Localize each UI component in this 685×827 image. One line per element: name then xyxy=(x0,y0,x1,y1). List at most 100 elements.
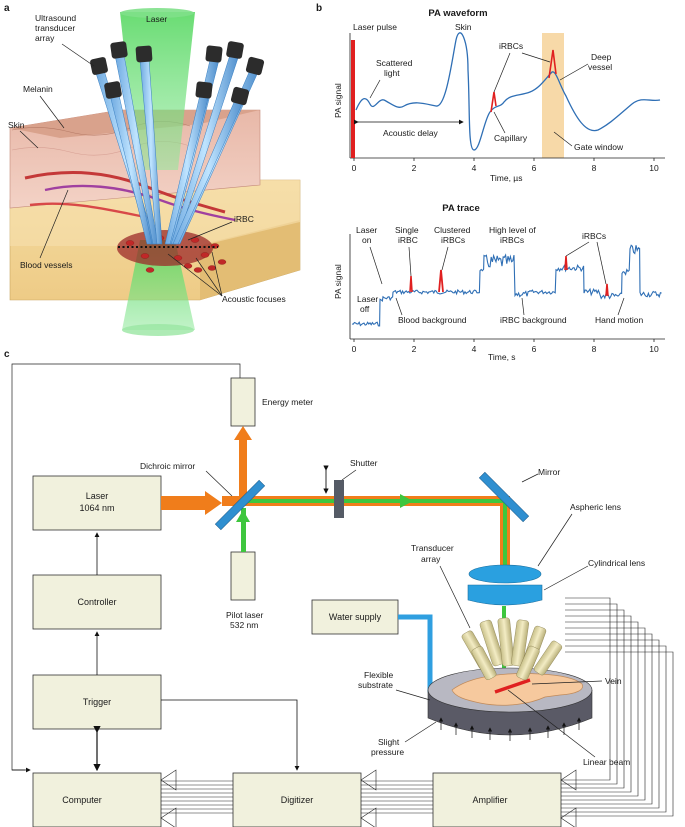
pilot-laser-label-1: Pilot laser xyxy=(226,610,263,620)
waveform-x-tick-label: 10 xyxy=(649,163,659,173)
shutter-label: Shutter xyxy=(350,458,378,468)
irbc-spike-2 xyxy=(605,283,609,297)
acoustic-delay-label: Acoustic delay xyxy=(383,128,439,138)
transducer-label-3: array xyxy=(35,33,55,43)
irbc-peak-2 xyxy=(548,49,557,79)
cable-bundle xyxy=(160,597,674,827)
controller-label: Controller xyxy=(77,597,116,607)
trace-x-tick-label: 4 xyxy=(472,344,477,354)
trace-x-tick-label: 2 xyxy=(412,344,417,354)
clustered-label-2: iRBCs xyxy=(441,235,465,245)
trace-title: PA trace xyxy=(442,203,480,214)
scattered-label-1: Scattered xyxy=(376,58,413,68)
trace-x-tick-label: 8 xyxy=(592,344,597,354)
deep-vessel-label-2: vessel xyxy=(588,62,612,72)
laser-pulse-mark xyxy=(351,40,355,158)
irbc-background-label: iRBC background xyxy=(500,315,567,325)
hand-motion-label: Hand motion xyxy=(595,315,643,325)
computer-box xyxy=(32,772,162,827)
blood-vessel-3 xyxy=(29,202,151,220)
transducer-label-2: transducer xyxy=(35,23,75,33)
laser-box-label-1: Laser xyxy=(86,491,109,501)
trigger-label: Trigger xyxy=(83,697,111,707)
amplifier-box xyxy=(432,772,562,827)
vein-beam xyxy=(494,678,531,694)
blood-background-label: Blood background xyxy=(398,315,467,325)
pilot-laser-box xyxy=(230,551,256,601)
waveform-x-tick-label: 8 xyxy=(592,163,597,173)
cylindrical-lens-label: Cylindrical lens xyxy=(588,558,645,568)
waveform-title: PA waveform xyxy=(428,8,487,19)
single-irbc-spike xyxy=(409,275,413,293)
irbc-spike-1 xyxy=(564,255,568,271)
panel-label-b: b xyxy=(316,3,322,14)
gate-window-label: Gate window xyxy=(574,142,624,152)
trace-x-tick-label: 0 xyxy=(352,344,357,354)
digitizer-label: Digitizer xyxy=(281,795,314,805)
flexible-substrate-label-2: substrate xyxy=(358,680,393,690)
acoustic-focuses-label: Acoustic focuses xyxy=(222,294,286,304)
trace-xlabel: Time, s xyxy=(488,352,516,362)
transducer-array-label-2: array xyxy=(421,554,441,564)
water-supply-box xyxy=(311,599,399,635)
laser-label: Laser xyxy=(146,14,167,24)
aspheric-lens-label: Aspheric lens xyxy=(570,502,621,512)
single-irbc-label-2: iRBC xyxy=(398,235,418,245)
laser-box-label-2: 1064 nm xyxy=(79,503,114,513)
cylindrical-lens xyxy=(467,584,543,606)
high-level-label-1: High level of xyxy=(489,225,536,235)
capillary-label: Capillary xyxy=(494,133,528,143)
shutter xyxy=(334,480,344,518)
panel-label-c: c xyxy=(4,349,10,360)
trace-ylabel: PA signal xyxy=(333,264,343,299)
blood-vessel-2 xyxy=(44,184,236,222)
laser-off-label-1: Laser xyxy=(357,294,378,304)
panel-label-a: a xyxy=(4,3,10,14)
skin-peak-label: Skin xyxy=(455,22,472,32)
deep-vessel-label-1: Deep xyxy=(591,52,612,62)
waveform-xlabel: Time, µs xyxy=(490,173,522,183)
laser-off-label-2: off xyxy=(360,304,370,314)
linear-beam-label: Linear beam xyxy=(583,757,630,767)
mirror-label: Mirror xyxy=(538,467,560,477)
skin-label: Skin xyxy=(8,120,25,130)
transducer-array xyxy=(90,41,265,245)
pilot-beam-path xyxy=(241,508,246,552)
trace-x-tick-label: 10 xyxy=(649,344,659,354)
laser-1064-box xyxy=(32,475,162,531)
aspheric-lens xyxy=(468,564,542,584)
energy-meter-box xyxy=(230,377,256,427)
melanin-label: Melanin xyxy=(23,84,53,94)
laser-on-label-1: Laser xyxy=(356,225,377,235)
setup-transducer-array xyxy=(461,617,563,681)
computer-label: Computer xyxy=(62,795,102,805)
digitizer-box xyxy=(232,772,362,827)
water-supply-label: Water supply xyxy=(329,612,382,622)
transducer-label-1: Ultrasound xyxy=(35,13,76,23)
panel-a-illustration: Laser Ultrasound transducer array Melani… xyxy=(8,8,301,336)
irbcs-trace-label: iRBCs xyxy=(582,231,606,241)
irbc-label: iRBC xyxy=(234,214,254,224)
high-level-label-2: iRBCs xyxy=(500,235,524,245)
mirror xyxy=(478,471,530,523)
waveform-x-tick-label: 4 xyxy=(472,163,477,173)
blood-vessels-label: Blood vessels xyxy=(20,260,72,270)
waveform-x-tick-label: 2 xyxy=(412,163,417,173)
amplifier-label: Amplifier xyxy=(472,795,507,805)
controller-box xyxy=(32,574,162,630)
waveform-x-tick-label: 0 xyxy=(352,163,357,173)
laser-beam-arrow xyxy=(161,491,222,515)
slight-pressure-label-2: pressure xyxy=(371,747,404,757)
vein-label: Vein xyxy=(605,676,622,686)
pilot-laser-label-2: 532 nm xyxy=(230,620,258,630)
waveform-x-tick-label: 6 xyxy=(532,163,537,173)
clustered-irbc-spike xyxy=(438,269,444,293)
flexible-substrate-label-1: Flexible xyxy=(364,670,394,680)
gate-window-region xyxy=(542,33,564,158)
laser-on-label-2: on xyxy=(362,235,372,245)
slight-pressure-label-1: Slight xyxy=(378,737,400,747)
waveform-signal-line xyxy=(355,32,661,151)
single-irbc-label-1: Single xyxy=(395,225,419,235)
